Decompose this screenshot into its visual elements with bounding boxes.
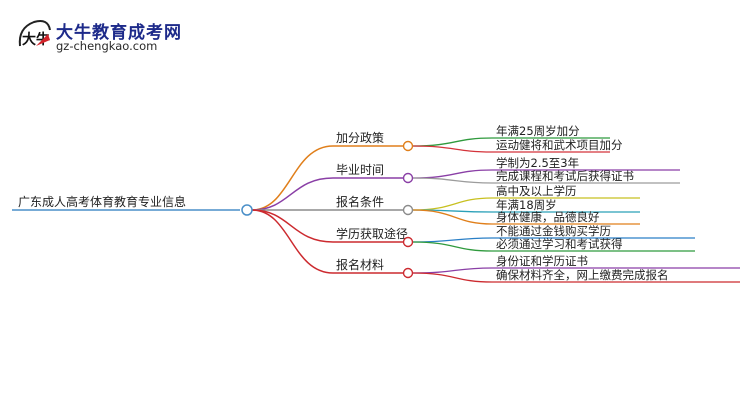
leaf-label: 年满18周岁 xyxy=(496,198,557,212)
leaf-label: 身体健康，品德良好 xyxy=(496,210,600,224)
svg-text:大牛: 大牛 xyxy=(22,31,50,48)
leaf-connector xyxy=(412,272,493,283)
branch-node-circle xyxy=(402,267,414,279)
leaf-connector xyxy=(412,237,493,243)
leaf-label: 高中及以上学历 xyxy=(496,184,577,198)
logo-title: 大牛教育成考网 xyxy=(56,23,182,43)
site-logo: 大牛 大牛教育成考网 gz-chengkao.com xyxy=(14,16,234,58)
logo-url: gz-chengkao.com xyxy=(56,39,158,53)
branch-label: 报名条件 xyxy=(336,194,384,209)
leaf-connector xyxy=(412,197,493,211)
branch-node-circle xyxy=(402,140,414,152)
leaf-label: 必须通过学习和考试获得 xyxy=(496,237,623,251)
branch-connector xyxy=(251,177,334,211)
leaf-label: 学制为2.5至3年 xyxy=(496,156,579,170)
branch-node-circle xyxy=(402,204,414,216)
leaf-label: 完成课程和考试后获得证书 xyxy=(496,169,634,183)
leaf-connector xyxy=(412,177,493,184)
leaf-connector xyxy=(412,267,493,274)
branch-label: 报名材料 xyxy=(336,257,384,272)
root-node-circle xyxy=(241,204,253,216)
root-label: 广东成人高考体育教育专业信息 xyxy=(18,194,186,209)
branch-connector xyxy=(251,209,334,243)
branch-label: 毕业时间 xyxy=(336,163,384,177)
leaf-connector xyxy=(412,241,493,252)
branch-node-circle xyxy=(402,172,414,184)
leaf-label: 运动健将和武术项目加分 xyxy=(496,138,623,152)
branch-label: 学历获取途径 xyxy=(336,226,408,241)
branch-connector xyxy=(251,209,334,274)
leaf-label: 不能通过金钱购买学历 xyxy=(496,224,611,238)
branch-label: 加分政策 xyxy=(336,131,384,145)
leaf-label: 确保材料齐全，网上缴费完成报名 xyxy=(496,268,669,282)
branch-node-circle xyxy=(402,236,414,248)
branch-connector xyxy=(251,145,334,211)
leaf-connector xyxy=(412,209,493,225)
leaf-label: 年满25周岁加分 xyxy=(496,124,580,138)
leaf-connector xyxy=(412,137,493,147)
leaf-label: 身份证和学历证书 xyxy=(496,254,588,268)
leaf-connector xyxy=(412,145,493,153)
leaf-connector xyxy=(412,169,493,179)
bull-logo-icon: 大牛 xyxy=(18,20,51,48)
